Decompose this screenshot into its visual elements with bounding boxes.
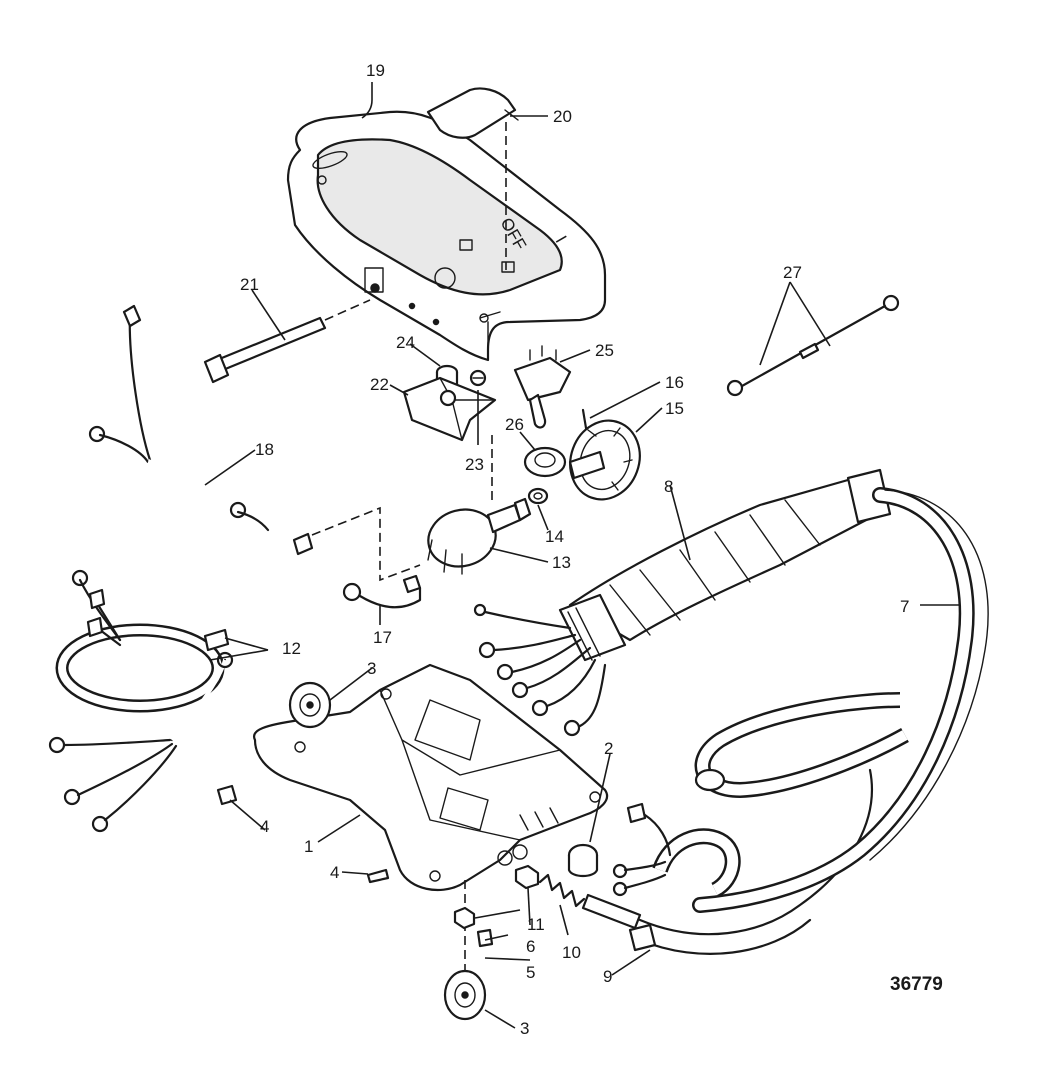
callout-17: 17 xyxy=(373,628,392,647)
callout-5: 5 xyxy=(526,963,535,982)
part-13-rotary-switch xyxy=(427,497,532,575)
part-7-main-cable xyxy=(612,487,989,913)
part-9-steering-cable xyxy=(581,768,873,955)
figure-number: 36779 xyxy=(890,974,943,995)
part-15-knob xyxy=(568,419,641,501)
callout-23: 23 xyxy=(465,455,484,474)
part-22-microswitch xyxy=(402,376,497,442)
callout-7: 7 xyxy=(900,597,909,616)
callout-10: 10 xyxy=(562,943,581,962)
callout-27: 27 xyxy=(783,263,802,282)
part-23-screw xyxy=(469,369,487,387)
part-19-pedal-housing: OFF I xyxy=(286,110,607,362)
callout-21: 21 xyxy=(240,275,259,294)
harness-alignment-line xyxy=(311,506,421,582)
callout-8: 8 xyxy=(664,477,673,496)
boot-leads xyxy=(473,603,607,737)
callout-9: 9 xyxy=(603,967,612,986)
callout-3-upper: 3 xyxy=(367,659,376,678)
part-4-pin-left xyxy=(216,784,238,806)
callout-11: 11 xyxy=(527,915,545,934)
part-3-pad-upper xyxy=(288,681,332,729)
part-5-screw xyxy=(476,928,494,948)
part-12-battery-cables xyxy=(48,569,234,833)
callout-14: 14 xyxy=(545,527,564,546)
callout-2: 2 xyxy=(604,739,613,758)
callout-6: 6 xyxy=(526,937,535,956)
part-3-pad-lower xyxy=(443,969,487,1021)
part-10-spring xyxy=(538,873,586,908)
part-27-ground-strap xyxy=(726,294,900,397)
callout-4-lower: 4 xyxy=(330,863,339,882)
part-6-nut xyxy=(453,906,476,930)
callout-4-left: 4 xyxy=(260,817,269,836)
callout-3-lower: 3 xyxy=(520,1019,529,1038)
callout-22: 22 xyxy=(370,375,389,394)
part-21-hinge-pin xyxy=(203,316,327,384)
part-20-cover xyxy=(426,87,519,139)
part-17-ground-wire xyxy=(342,574,422,609)
part-2-cap xyxy=(567,843,599,878)
callout-15: 15 xyxy=(665,399,684,418)
callout-24: 24 xyxy=(396,333,415,352)
part-18-harness xyxy=(88,304,314,556)
part-8-cable-boot xyxy=(558,468,892,662)
callout-20: 20 xyxy=(553,107,572,126)
callout-13: 13 xyxy=(552,553,571,572)
callout-12: 12 xyxy=(282,639,301,658)
callout-16: 16 xyxy=(665,373,684,392)
callout-26: 26 xyxy=(505,415,524,434)
part-26-nut xyxy=(523,446,567,478)
leader-lines xyxy=(204,82,960,1029)
callout-19: 19 xyxy=(366,61,385,80)
part-25-toggle-switch xyxy=(513,345,572,429)
part-14-nut xyxy=(527,487,549,505)
pin-alignment-line xyxy=(324,299,371,321)
callout-18: 18 xyxy=(255,440,274,459)
callout-labels: 19 20 21 27 24 25 22 16 15 26 18 23 8 14… xyxy=(240,61,909,1038)
part-4-pin-lower xyxy=(366,868,390,884)
callout-25: 25 xyxy=(595,341,614,360)
part-11-nut xyxy=(514,864,540,890)
callout-1: 1 xyxy=(304,837,313,856)
